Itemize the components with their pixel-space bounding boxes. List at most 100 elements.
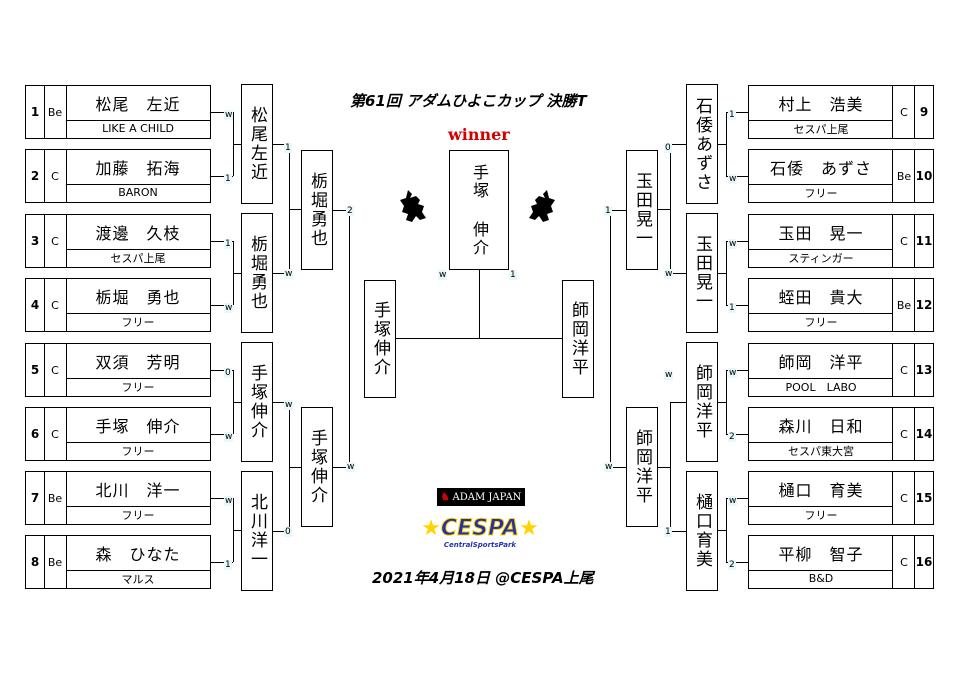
bracket-line [670, 402, 671, 531]
seed-number: 4 [26, 279, 45, 331]
winner-label: winner [448, 125, 510, 144]
rank-badge: Be [44, 86, 67, 138]
logo-subtext: CentralSportsPark [420, 541, 540, 549]
player-club: フリー [121, 508, 155, 522]
player-club: フリー [804, 508, 838, 522]
match-score: 1 [604, 206, 612, 216]
player-name: 加藤 拓海 [66, 150, 210, 185]
player-club: フリー [121, 380, 155, 394]
bracket-line [610, 467, 626, 468]
player-club: LIKE A CHILD [102, 122, 174, 135]
player-club: フリー [804, 315, 838, 329]
rank-badge: C [44, 279, 67, 331]
star-icon: ★ [519, 516, 539, 541]
player-club: フリー [121, 444, 155, 458]
final-box-left: 手塚伸介 [364, 280, 396, 398]
bracket-line [670, 531, 686, 532]
match-score: w [284, 400, 294, 410]
bracket-line [670, 144, 686, 145]
match-score: 1 [224, 174, 232, 184]
bracket-line [658, 209, 670, 210]
round2-box-left: 栃堀勇也 [241, 213, 273, 333]
bracket-line [670, 402, 686, 403]
match-score: 2 [728, 432, 736, 442]
match-score: 1 [224, 239, 232, 249]
rank-badge: Be [44, 536, 67, 588]
bracket-line [726, 112, 727, 176]
player-name: 森 ひなた [66, 536, 210, 571]
bracket-line [233, 273, 241, 274]
player-club: セスパ東大宮 [788, 444, 854, 458]
rank-badge: Be [892, 150, 915, 202]
logo-text: CESPA [440, 516, 520, 541]
match-score: 1 [284, 143, 292, 153]
player-club: セスパ上尾 [110, 251, 166, 265]
bracket-line [718, 402, 726, 403]
bracket-line [273, 402, 289, 403]
rank-badge: C [892, 86, 915, 138]
player-name: 松尾 左近 [66, 86, 210, 121]
match-score: w [284, 269, 294, 279]
player-name: 双須 芳明 [66, 344, 210, 379]
bracket-line [211, 498, 233, 499]
seed-number: 11 [914, 215, 933, 267]
match-score: w [604, 462, 614, 472]
rank-badge: Be [44, 472, 67, 524]
rank-badge: C [44, 150, 67, 202]
match-score: w [346, 462, 356, 472]
seed-number: 8 [26, 536, 45, 588]
event-date: 2021年4月18日 @CESPA上尾 [372, 569, 594, 587]
match-score: 1 [224, 560, 232, 570]
player-club: スティンガー [788, 251, 854, 265]
seed-number: 14 [914, 408, 933, 460]
seed-number: 16 [914, 536, 933, 588]
match-score: w [728, 239, 738, 249]
seed-number: 7 [26, 472, 45, 524]
bracket-line [333, 210, 349, 211]
match-score: 1 [728, 303, 736, 313]
round3-box-left: 手塚伸介 [301, 407, 333, 527]
bracket-line [211, 176, 233, 177]
rank-badge: C [892, 536, 915, 588]
bracket-line [396, 338, 479, 339]
match-score: 0 [284, 527, 292, 537]
round3-box-left: 栃堀勇也 [301, 150, 333, 270]
bracket-line [211, 562, 233, 563]
adam-japan-logo: ♞ ADAM JAPAN [437, 488, 525, 506]
bracket-line [670, 144, 671, 273]
bracket-line [726, 434, 748, 435]
bracket-line [726, 562, 748, 563]
player-name: 渡邊 久枝 [66, 215, 210, 250]
player-name: 樋口 育美 [749, 472, 893, 507]
rank-badge: Be [892, 279, 915, 331]
rank-badge: C [44, 215, 67, 267]
match-score: w [664, 370, 674, 380]
rank-badge: C [892, 472, 915, 524]
seed-number: 1 [26, 86, 45, 138]
player-club: セスパ上尾 [793, 122, 849, 136]
player-name: 石倭 あずさ [749, 150, 893, 185]
round2-box-right: 樋口育美 [686, 471, 718, 591]
bracket-line [610, 210, 611, 467]
bracket-line [658, 467, 670, 468]
match-score: 0 [664, 143, 672, 153]
match-score: w [728, 496, 738, 506]
bracket-line [289, 209, 301, 210]
bracket-line [289, 402, 290, 531]
bracket-line [211, 112, 233, 113]
player-name: 北川 洋一 [66, 472, 210, 507]
player-name: 栃堀 勇也 [66, 279, 210, 314]
sponsor-text: ADAM JAPAN [452, 491, 522, 503]
seed-number: 2 [26, 150, 45, 202]
player-club: フリー [804, 186, 838, 200]
rank-badge: C [892, 344, 915, 396]
match-score: w [224, 303, 234, 313]
bracket-line [349, 210, 350, 467]
rank-badge: C [892, 408, 915, 460]
seed-number: 12 [914, 279, 933, 331]
